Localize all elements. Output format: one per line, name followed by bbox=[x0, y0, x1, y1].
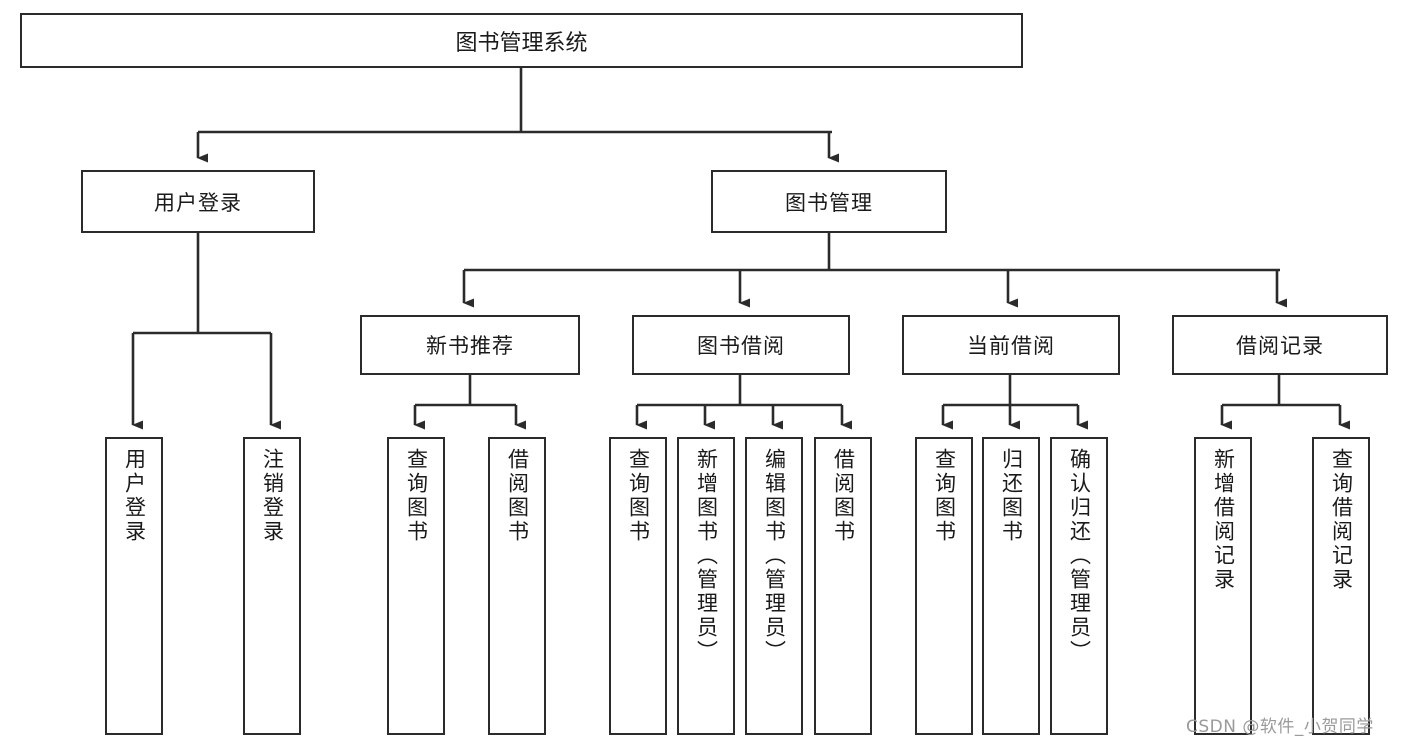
node-user-login[interactable]: 用户登录 bbox=[81, 170, 315, 233]
leaf-current-query-book[interactable]: 查询图书 bbox=[915, 437, 973, 735]
leaf-record-add-record[interactable]: 新增借阅记录 bbox=[1194, 437, 1252, 735]
node-label: 新书推荐 bbox=[426, 334, 514, 358]
node-label: 借阅图书 bbox=[505, 448, 530, 544]
node-label: 注销登录 bbox=[260, 448, 285, 544]
node-label: 确认归还（管理员） bbox=[1067, 448, 1092, 664]
leaf-borrow-borrow-book[interactable]: 借阅图书 bbox=[814, 437, 872, 735]
csdn-watermark: CSDN @软件_小贺同学 bbox=[1186, 717, 1374, 737]
node-label: 用户登录 bbox=[122, 448, 147, 544]
node-label: 查询图书 bbox=[626, 448, 651, 544]
leaf-borrow-add-book-admin[interactable]: 新增图书（管理员） bbox=[677, 437, 735, 735]
node-label: 归还图书 bbox=[999, 448, 1024, 544]
node-label: 用户登录 bbox=[154, 190, 242, 215]
node-label: 借阅记录 bbox=[1236, 334, 1324, 358]
node-label: 图书借阅 bbox=[697, 334, 785, 358]
node-root-system[interactable]: 图书管理系统 bbox=[20, 13, 1023, 68]
node-label: 查询借阅记录 bbox=[1329, 448, 1354, 592]
leaf-borrow-query-book[interactable]: 查询图书 bbox=[609, 437, 667, 735]
leaf-current-return-book[interactable]: 归还图书 bbox=[982, 437, 1040, 735]
node-book-management[interactable]: 图书管理 bbox=[711, 170, 947, 233]
leaf-record-query-record[interactable]: 查询借阅记录 bbox=[1312, 437, 1370, 735]
node-label: 图书管理 bbox=[785, 190, 873, 215]
node-label: 当前借阅 bbox=[967, 334, 1055, 358]
node-label: 借阅图书 bbox=[831, 448, 856, 544]
node-new-book-recommend[interactable]: 新书推荐 bbox=[360, 315, 580, 375]
leaf-current-confirm-return-admin[interactable]: 确认归还（管理员） bbox=[1050, 437, 1108, 735]
node-label: 新增借阅记录 bbox=[1211, 448, 1236, 592]
node-label: 编辑图书（管理员） bbox=[762, 448, 787, 664]
leaf-newbook-query-book[interactable]: 查询图书 bbox=[387, 437, 445, 735]
node-label: 图书管理系统 bbox=[455, 30, 588, 56]
leaf-newbook-borrow-book[interactable]: 借阅图书 bbox=[488, 437, 546, 735]
node-label: 查询图书 bbox=[404, 448, 429, 544]
leaf-user-logout[interactable]: 注销登录 bbox=[243, 437, 301, 735]
node-current-borrow[interactable]: 当前借阅 bbox=[902, 315, 1120, 375]
leaf-user-login[interactable]: 用户登录 bbox=[105, 437, 163, 735]
node-label: 新增图书（管理员） bbox=[694, 448, 719, 664]
node-book-borrow[interactable]: 图书借阅 bbox=[632, 315, 850, 375]
node-borrow-record[interactable]: 借阅记录 bbox=[1172, 315, 1388, 375]
leaf-borrow-edit-book-admin[interactable]: 编辑图书（管理员） bbox=[745, 437, 803, 735]
node-label: 查询图书 bbox=[932, 448, 957, 544]
